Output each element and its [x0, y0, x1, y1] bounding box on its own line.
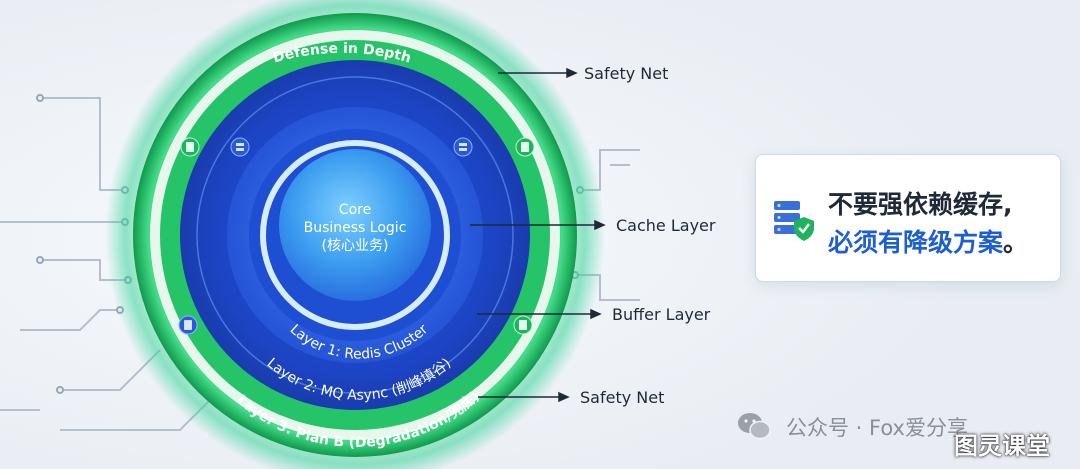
watermark-brand: 图灵课堂 [954, 432, 1050, 460]
core-subtitle: Business Logic [304, 220, 407, 236]
core-chinese: (核心业务) [322, 238, 389, 254]
database-icon [459, 143, 467, 146]
document-icon [184, 320, 192, 330]
card-emphasis: 必须有降级方案。 [828, 223, 1028, 259]
core-text: Core Business Logic (核心业务) [304, 202, 407, 254]
document-icon [186, 142, 194, 152]
watermark-account: 公众号 · Fox爱分享 [786, 416, 968, 440]
card-period: 。 [1003, 228, 1029, 257]
advice-card: 不要强依赖缓存, 必须有降级方案。 [755, 154, 1061, 282]
layer2-trace [196, 76, 514, 394]
core-title: Core [339, 202, 371, 218]
callout-safety-net-top: Safety Net [584, 64, 668, 83]
callout-labels: Safety Net Cache Layer Buffer Layer Safe… [580, 64, 716, 407]
card-highlight: 必须有降级方案 [828, 228, 1004, 257]
database-icon [236, 143, 244, 146]
cache-halo [260, 140, 450, 330]
callout-buffer-layer: Buffer Layer [612, 305, 711, 324]
server-shield-icon [774, 201, 814, 241]
callout-arrows [470, 67, 606, 403]
document-icon [521, 142, 529, 152]
callout-cache-layer: Cache Layer [616, 216, 716, 235]
card-headline: 不要强依赖缓存, [828, 190, 1013, 219]
wechat-icon [738, 413, 771, 440]
ring-badge-icons [178, 137, 535, 335]
callout-safety-net-bottom: Safety Net [580, 388, 664, 407]
core-circle [279, 149, 431, 301]
document-icon [519, 320, 527, 330]
